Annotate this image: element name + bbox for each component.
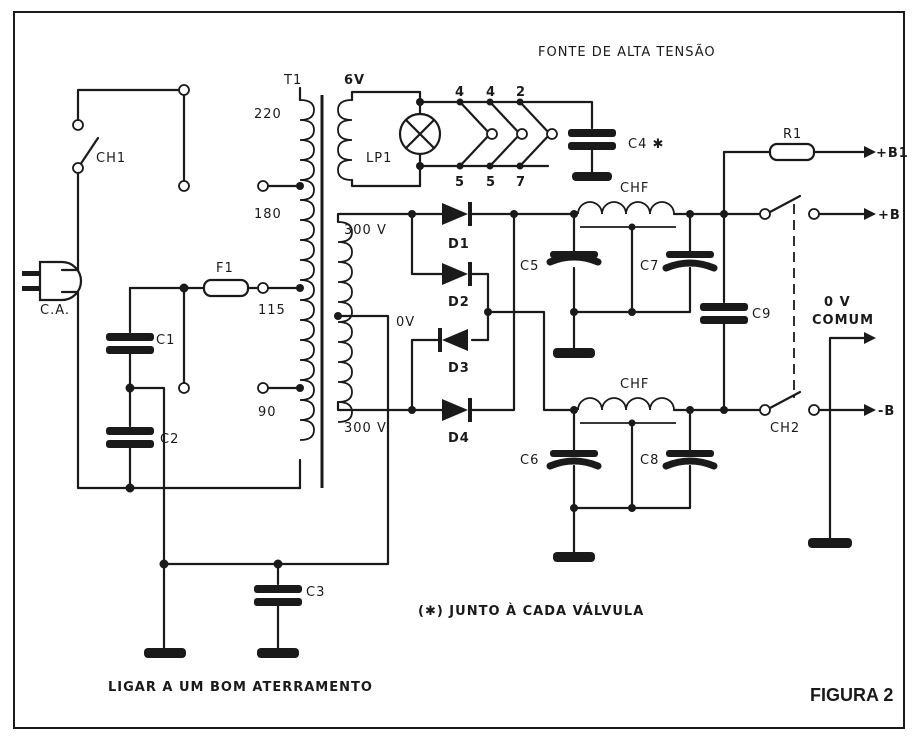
label-tap-220: 220 xyxy=(254,107,282,122)
ac-plug xyxy=(22,260,83,302)
valve-heater-1 xyxy=(456,98,498,170)
filter-positive xyxy=(546,201,762,358)
label-chf-bottom: CHF xyxy=(620,377,649,392)
ground-symbol xyxy=(572,172,612,181)
label-c8: C8 xyxy=(640,453,659,468)
label-pin-top-1: 4 xyxy=(455,85,465,100)
switch-ch1-blade xyxy=(76,136,100,170)
label-d3: D3 xyxy=(448,361,470,376)
label-tap-115: 115 xyxy=(258,303,286,318)
label-b-plus-1: +B1 xyxy=(876,146,909,161)
valve-heater-3 xyxy=(516,98,558,170)
label-c4: C4 ✱ xyxy=(628,137,664,152)
valve-heater-2 xyxy=(486,98,528,170)
diode-d2 xyxy=(442,263,468,285)
figure-label: FIGURA 2 xyxy=(810,685,893,705)
capacitor-c1 xyxy=(106,333,154,341)
label-pin-bottom-3: 7 xyxy=(516,175,526,190)
diode-d4 xyxy=(442,399,468,421)
label-ch1: CH1 xyxy=(96,151,126,166)
label-c7: C7 xyxy=(640,259,659,274)
label-ch2: CH2 xyxy=(770,421,800,436)
label-c6: C6 xyxy=(520,453,539,468)
label-f1: F1 xyxy=(216,261,234,276)
label-0v: 0V xyxy=(396,315,415,330)
rectifier-bridge xyxy=(408,202,576,422)
label-tap-90: 90 xyxy=(258,405,277,420)
label-pin-top-3: 2 xyxy=(516,85,526,100)
label-c9: C9 xyxy=(752,307,771,322)
valve-note: (✱) JUNTO À CADA VÁLVULA xyxy=(418,603,644,619)
ground-symbol xyxy=(257,648,299,658)
label-b-minus: -B xyxy=(878,404,895,419)
label-r1: R1 xyxy=(783,127,802,142)
primary-circuit xyxy=(22,84,390,658)
label-tap-180: 180 xyxy=(254,207,282,222)
label-t1: T1 xyxy=(283,73,302,88)
label-chf-top: CHF xyxy=(620,181,649,196)
capacitor-c8 xyxy=(666,450,714,457)
label-c1: C1 xyxy=(156,333,175,348)
choke-chf-top xyxy=(577,201,675,215)
diode-d1 xyxy=(442,203,468,225)
switch-ch2-blade-top xyxy=(768,194,802,214)
label-common-line2: COMUM xyxy=(812,313,874,328)
diode-d3 xyxy=(442,329,468,351)
fuse-f1 xyxy=(202,278,250,298)
label-common-line1: 0 V xyxy=(824,295,851,310)
capacitor-c6 xyxy=(550,450,598,457)
filter-negative xyxy=(546,397,762,562)
label-300v-bottom: 300 V xyxy=(344,421,387,436)
diagram-title: FONTE DE ALTA TENSÃO xyxy=(538,44,716,60)
label-300v-top: 300 V xyxy=(344,223,387,238)
ground-symbol xyxy=(808,538,852,548)
switch-ch2-blade-bottom xyxy=(768,390,802,410)
label-plug: C.A. xyxy=(40,303,70,318)
label-c3: C3 xyxy=(306,585,325,600)
label-d4: D4 xyxy=(448,431,470,446)
ground-symbol xyxy=(144,648,186,658)
ground-symbol xyxy=(553,552,595,562)
heater-circuit xyxy=(398,90,616,188)
figure-frame xyxy=(13,11,905,729)
capacitor-c3 xyxy=(254,585,302,593)
label-lp1: LP1 xyxy=(366,151,392,166)
label-pin-bottom-1: 5 xyxy=(455,175,465,190)
ground-note: LIGAR A UM BOM ATERRAMENTO xyxy=(108,680,373,695)
transformer-t1 xyxy=(296,90,444,490)
label-6v: 6V xyxy=(344,73,365,88)
label-pin-top-2: 4 xyxy=(486,85,496,100)
resistor-r1 xyxy=(768,142,816,162)
output-stage xyxy=(700,142,876,548)
label-b-plus: +B xyxy=(878,208,901,223)
ground-symbol xyxy=(553,348,595,358)
label-c5: C5 xyxy=(520,259,539,274)
label-pin-bottom-2: 5 xyxy=(486,175,496,190)
label-d1: D1 xyxy=(448,237,470,252)
capacitor-c4 xyxy=(568,129,616,137)
capacitor-c2 xyxy=(106,427,154,435)
capacitor-c5 xyxy=(550,251,598,258)
capacitor-c9 xyxy=(700,303,748,311)
choke-chf-bottom xyxy=(577,397,675,411)
label-c2: C2 xyxy=(160,432,179,447)
capacitor-c7 xyxy=(666,251,714,258)
label-d2: D2 xyxy=(448,295,470,310)
